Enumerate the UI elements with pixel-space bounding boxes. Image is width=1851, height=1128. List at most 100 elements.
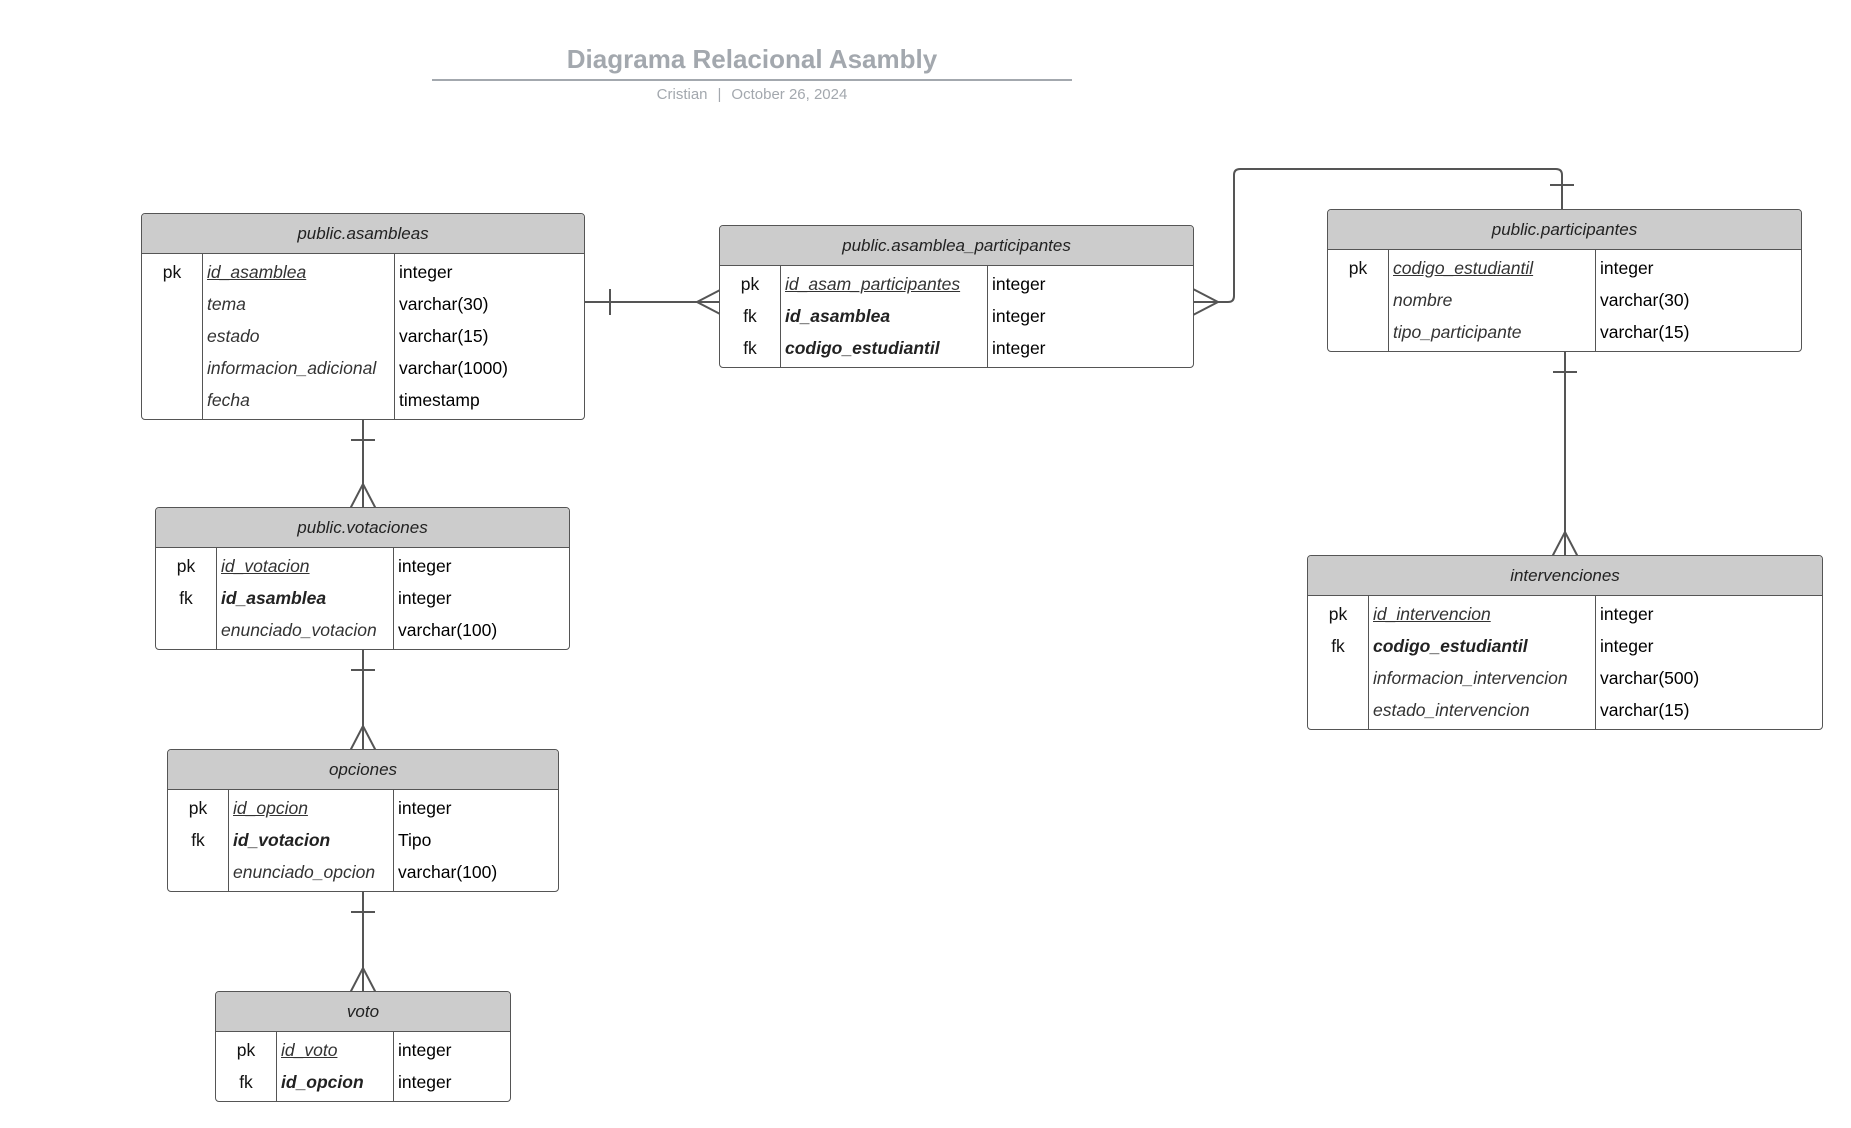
entity-title: public.participantes	[1328, 210, 1801, 250]
column-type: varchar(100)	[398, 619, 498, 640]
rel-opciones-voto[interactable]	[349, 888, 377, 994]
column-type: integer	[1600, 603, 1654, 624]
rel-participantes-asamblea-participantes[interactable]	[1192, 168, 1574, 316]
many-marker	[1192, 288, 1221, 316]
column-type: varchar(15)	[1600, 699, 1690, 720]
entity-title: intervenciones	[1308, 556, 1822, 596]
key-cell: fk	[1331, 635, 1345, 656]
table-row[interactable]: estado varchar(15)	[142, 320, 584, 352]
column-type: integer	[398, 555, 452, 576]
author-label: Cristian	[656, 86, 708, 103]
column-type: integer	[399, 261, 453, 282]
column-type: integer	[1600, 635, 1654, 656]
column-type: varchar(15)	[1600, 321, 1690, 342]
column-type: integer	[1600, 257, 1654, 278]
subtitle-separator: |	[717, 86, 722, 103]
rel-asambleas-asamblea-participantes[interactable]	[584, 288, 723, 316]
column-type: timestamp	[399, 389, 480, 410]
column-type: varchar(15)	[399, 325, 489, 346]
table-row[interactable]: pk id_voto integer	[216, 1034, 510, 1066]
many-marker	[349, 965, 377, 994]
column-name: id_asamblea	[785, 305, 891, 326]
column-name: tipo_participante	[1393, 321, 1522, 342]
column-type: integer	[398, 1039, 452, 1060]
column-name: estado_intervencion	[1373, 699, 1530, 720]
column-name: informacion_adicional	[207, 357, 377, 378]
column-name: codigo_estudiantil	[1373, 635, 1528, 656]
column-divider	[393, 790, 394, 891]
column-name: codigo_estudiantil	[785, 337, 940, 358]
column-type: varchar(100)	[398, 861, 498, 882]
table-row[interactable]: fk id_asamblea integer	[720, 300, 1193, 332]
column-name: nombre	[1393, 289, 1453, 310]
table-row[interactable]: fk id_opcion integer	[216, 1066, 510, 1098]
column-name: id_intervencion	[1373, 603, 1491, 624]
column-divider	[394, 254, 395, 419]
column-type: integer	[398, 1071, 452, 1092]
table-row[interactable]: tema varchar(30)	[142, 288, 584, 320]
column-divider	[1368, 596, 1369, 729]
column-type: varchar(500)	[1600, 667, 1700, 688]
table-row[interactable]: fk codigo_estudiantil integer	[1308, 630, 1822, 662]
key-cell: fk	[191, 829, 205, 850]
title-underline	[432, 79, 1072, 81]
key-cell: pk	[176, 555, 196, 576]
rel-participantes-intervenciones[interactable]	[1551, 347, 1579, 558]
diagram-title: Diagrama Relacional Asambly	[566, 44, 938, 74]
rel-votaciones-opciones[interactable]	[349, 646, 377, 752]
key-cell: pk	[188, 797, 208, 818]
date-label: October 26, 2024	[731, 86, 848, 103]
column-divider	[228, 790, 229, 891]
key-cell: pk	[740, 273, 760, 294]
column-divider	[276, 1032, 277, 1101]
column-type: Tipo	[398, 829, 432, 850]
column-divider	[393, 548, 394, 649]
table-row[interactable]: informacion_adicional varchar(1000)	[142, 352, 584, 384]
key-cell: fk	[179, 587, 193, 608]
table-row[interactable]: tipo_participante varchar(15)	[1328, 316, 1801, 348]
key-cell: fk	[743, 337, 757, 358]
table-row[interactable]: estado_intervencion varchar(15)	[1308, 694, 1822, 726]
column-divider	[393, 1032, 394, 1101]
column-divider	[780, 266, 781, 367]
column-type: varchar(1000)	[399, 357, 508, 378]
diagram-subtitle: Cristian | October 26, 2024	[432, 86, 1072, 103]
key-cell: fk	[743, 305, 757, 326]
column-divider	[1388, 250, 1389, 351]
key-cell: fk	[239, 1071, 253, 1092]
key-cell: pk	[1328, 603, 1348, 624]
column-name: estado	[207, 325, 260, 346]
many-marker	[694, 288, 723, 316]
column-type: integer	[992, 305, 1046, 326]
column-name: id_voto	[281, 1039, 338, 1060]
key-cell: pk	[236, 1039, 256, 1060]
column-type: varchar(30)	[399, 293, 489, 314]
column-type: integer	[398, 587, 452, 608]
column-name: id_opcion	[281, 1071, 364, 1092]
rel-asambleas-votaciones[interactable]	[349, 415, 377, 510]
column-divider	[202, 254, 203, 419]
table-row[interactable]: pk id_intervencion integer	[1308, 598, 1822, 630]
many-marker	[349, 481, 377, 510]
column-name: tema	[207, 293, 246, 314]
